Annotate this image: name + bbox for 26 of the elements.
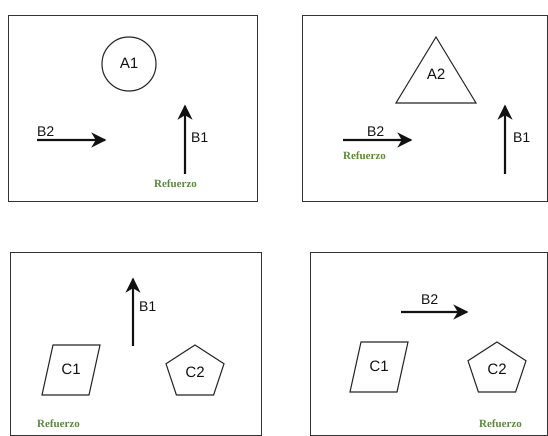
panel-frame [10, 252, 262, 436]
arrow-label: B1 [139, 298, 156, 314]
arrow-label: B2 [421, 291, 438, 307]
triangle-shape [395, 36, 477, 104]
reinforcement-note: Refuerzo [154, 178, 197, 190]
pentagon-shape [165, 344, 225, 396]
parallelogram-shape [349, 341, 409, 393]
shape-label: C1 [368, 358, 390, 375]
panel-frame [310, 252, 548, 436]
circle-shape [101, 36, 157, 92]
pentagon-shape [467, 341, 527, 393]
shape-label: A1 [118, 55, 140, 72]
shape-label: C2 [184, 364, 206, 381]
reinforcement-note: Refuerzo [343, 150, 386, 162]
reinforcement-note: Refuerzo [37, 418, 80, 430]
shape-label: A2 [426, 66, 446, 84]
arrow-label: B1 [513, 129, 530, 145]
shape-label: C1 [60, 361, 82, 378]
parallelogram-shape [41, 344, 101, 396]
panel-frame [302, 15, 548, 202]
arrow-label: B1 [191, 129, 208, 145]
panel-frame [8, 15, 258, 202]
reinforcement-note: Refuerzo [479, 418, 522, 430]
shape-label: C2 [486, 360, 508, 378]
arrow-label: B2 [367, 123, 384, 139]
arrow-label: B2 [37, 123, 54, 139]
